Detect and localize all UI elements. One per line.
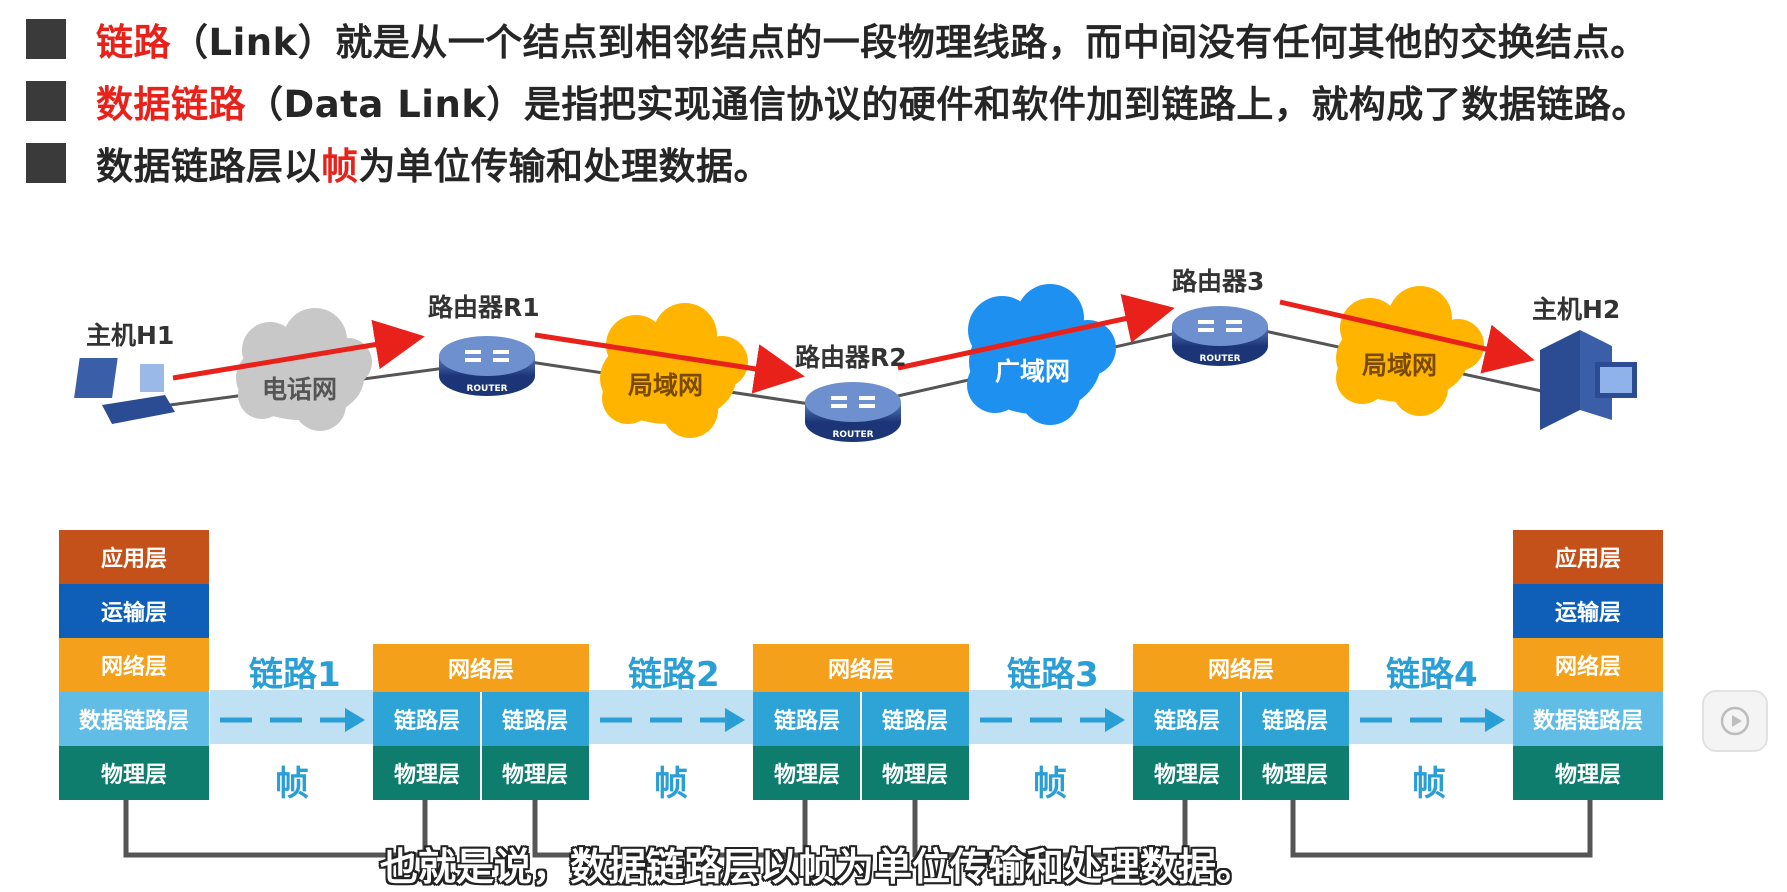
router-r1-label: 路由器R1 bbox=[428, 293, 540, 322]
bullet-square-icon bbox=[26, 19, 66, 59]
data-flow-arrows bbox=[172, 294, 1535, 394]
physical-wiring bbox=[123, 800, 1593, 858]
r3-link-layer-right: 链路层 bbox=[1241, 692, 1349, 746]
bullet-rest: （Link）就是从一个结点到相邻结点的一段物理线路，而中间没有任何其他的交换结点… bbox=[171, 21, 1648, 64]
laptop-icon bbox=[74, 358, 175, 424]
router-icon: ROUTER bbox=[439, 336, 535, 396]
lan-label: 局域网 bbox=[628, 371, 704, 400]
highlight-term: 链路 bbox=[96, 21, 171, 64]
highlight-term: 数据链路 bbox=[96, 83, 246, 126]
svg-text:ROUTER: ROUTER bbox=[1199, 354, 1240, 364]
frame-label: 帧 bbox=[275, 764, 309, 804]
lan-label: 局域网 bbox=[1362, 351, 1438, 380]
r1-link-layer-right: 链路层 bbox=[481, 692, 589, 746]
bullet-frame-unit: 数据链路层以帧为单位传输和处理数据。 bbox=[26, 138, 771, 188]
h1-transport-layer: 运输层 bbox=[59, 584, 209, 638]
wan-cloud-icon bbox=[967, 284, 1116, 425]
play-button[interactable] bbox=[1702, 690, 1768, 752]
link-4-label: 链路4 bbox=[1386, 655, 1478, 695]
h1-physical-layer: 物理层 bbox=[59, 746, 209, 800]
bullet-text: 链路（Link）就是从一个结点到相邻结点的一段物理线路，而中间没有任何其他的交换… bbox=[96, 12, 1648, 66]
router-icon: ROUTER bbox=[805, 382, 901, 442]
bullet-pre: 数据链路层以 bbox=[96, 145, 321, 188]
link-3-label: 链路3 bbox=[1007, 655, 1099, 695]
router-icon: ROUTER bbox=[1172, 306, 1268, 366]
divider bbox=[1240, 692, 1242, 800]
bullet-rest: 为单位传输和处理数据。 bbox=[358, 145, 771, 188]
lan-cloud-icon bbox=[600, 303, 748, 438]
r3-network-layer: 网络层 bbox=[1133, 644, 1349, 692]
link-1-label: 链路1 bbox=[249, 655, 341, 695]
bullet-text: 数据链路（Data Link）是指把实现通信协议的硬件和软件加到链路上，就构成了… bbox=[96, 74, 1649, 128]
router-r3-label: 路由器3 bbox=[1172, 267, 1265, 296]
svg-text:ROUTER: ROUTER bbox=[832, 430, 873, 440]
r3-physical-layer-right: 物理层 bbox=[1241, 746, 1349, 800]
r2-link-layer-right: 链路层 bbox=[861, 692, 969, 746]
r2-physical-layer-right: 物理层 bbox=[861, 746, 969, 800]
r1-link-layer-left: 链路层 bbox=[373, 692, 481, 746]
bullet-datalink-definition: 数据链路（Data Link）是指把实现通信协议的硬件和软件加到链路上，就构成了… bbox=[26, 76, 1649, 126]
svg-text:ROUTER: ROUTER bbox=[466, 384, 507, 394]
r1-physical-layer-right: 物理层 bbox=[481, 746, 589, 800]
host-h2-label: 主机H2 bbox=[1532, 295, 1621, 324]
phone-network-label: 电话网 bbox=[262, 375, 338, 404]
frame-label: 帧 bbox=[1412, 764, 1446, 804]
bullet-link-definition: 链路（Link）就是从一个结点到相邻结点的一段物理线路，而中间没有任何其他的交换… bbox=[26, 14, 1648, 64]
link-2-label: 链路2 bbox=[628, 655, 720, 695]
phone-network-cloud-icon bbox=[236, 308, 372, 431]
h2-application-layer: 应用层 bbox=[1513, 530, 1663, 584]
r2-link-layer-left: 链路层 bbox=[753, 692, 861, 746]
h2-transport-layer: 运输层 bbox=[1513, 584, 1663, 638]
bullet-square-icon bbox=[26, 143, 66, 183]
host-h1-label: 主机H1 bbox=[86, 321, 175, 350]
frame-label: 帧 bbox=[1033, 764, 1067, 804]
r2-physical-layer-left: 物理层 bbox=[753, 746, 861, 800]
r1-physical-layer-left: 物理层 bbox=[373, 746, 481, 800]
play-icon bbox=[1720, 706, 1750, 736]
highlight-term: 帧 bbox=[321, 145, 359, 188]
bullet-rest: （Data Link）是指把实现通信协议的硬件和软件加到链路上，就构成了数据链路… bbox=[246, 83, 1649, 126]
bullet-square-icon bbox=[26, 81, 66, 121]
h1-network-layer: 网络层 bbox=[59, 638, 209, 692]
h2-datalink-layer: 数据链路层 bbox=[1513, 692, 1663, 746]
desktop-icon bbox=[1540, 330, 1637, 430]
r1-network-layer: 网络层 bbox=[373, 644, 589, 692]
h2-network-layer: 网络层 bbox=[1513, 638, 1663, 692]
h2-physical-layer: 物理层 bbox=[1513, 746, 1663, 800]
divider bbox=[480, 692, 482, 800]
h1-application-layer: 应用层 bbox=[59, 530, 209, 584]
bullet-text: 数据链路层以帧为单位传输和处理数据。 bbox=[96, 136, 771, 190]
subtitle-caption: 也就是说，数据链路层以帧为单位传输和处理数据。 bbox=[380, 845, 1255, 889]
divider bbox=[860, 692, 862, 800]
h1-datalink-layer: 数据链路层 bbox=[59, 692, 209, 746]
wan-label: 广域网 bbox=[995, 357, 1071, 386]
r3-physical-layer-left: 物理层 bbox=[1133, 746, 1241, 800]
frame-arrows bbox=[220, 708, 1505, 732]
router-r2-label: 路由器R2 bbox=[795, 343, 907, 372]
network-topology: ROUTER ROUTER ROUTER bbox=[74, 284, 1637, 442]
r3-link-layer-left: 链路层 bbox=[1133, 692, 1241, 746]
frame-label: 帧 bbox=[654, 764, 688, 804]
r2-network-layer: 网络层 bbox=[753, 644, 969, 692]
